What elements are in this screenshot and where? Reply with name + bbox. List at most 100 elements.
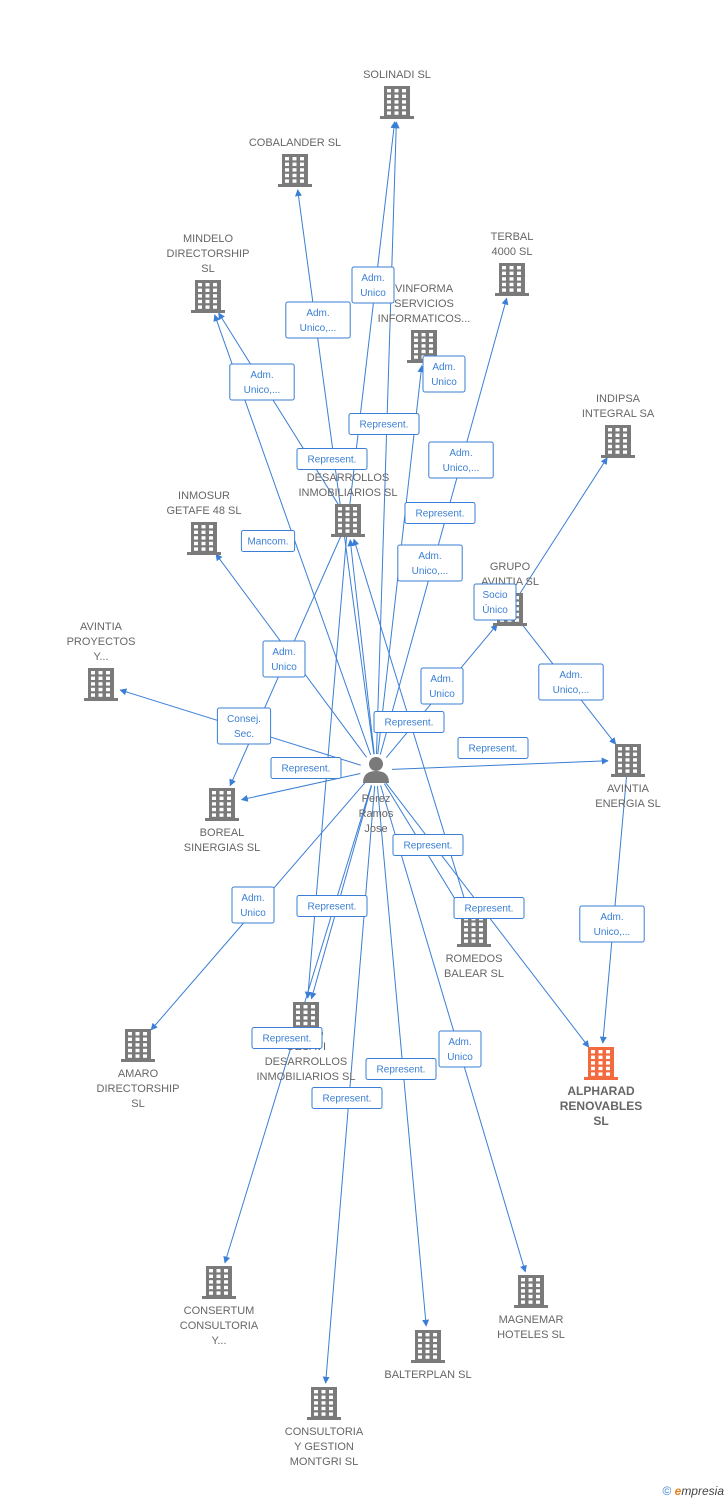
edge-label[interactable]: Represent. (251, 1027, 323, 1049)
company-name: Y... (93, 651, 108, 663)
edge-label[interactable]: Represent. (365, 1058, 437, 1080)
edge-label[interactable]: Represent. (392, 834, 464, 856)
edge-label[interactable]: Represent. (404, 502, 476, 524)
company-name: SOLINADI SL (363, 69, 431, 81)
edge-label[interactable]: Represent. (270, 757, 342, 779)
building-icon (584, 1047, 618, 1080)
edge-label[interactable]: Adm.Unico,... (397, 544, 463, 582)
building-icon (202, 1266, 236, 1299)
edge-label[interactable]: Adm.Unico (420, 667, 464, 705)
company-name: MINDELO (183, 233, 234, 245)
company-name: GETAFE 48 SL (167, 505, 242, 517)
edge-label-text: Adm. (432, 362, 455, 373)
company-name: BALEAR SL (444, 968, 504, 980)
edge-label[interactable]: Adm.Unico,... (538, 663, 604, 701)
edge-label-text: Represent. (308, 902, 357, 913)
company-name: MAGNEMAR (499, 1314, 564, 1326)
edge-label[interactable]: Adm.Unico (262, 640, 306, 678)
edge-label-text: Mancom. (247, 537, 288, 548)
company-node-gesavi[interactable]: GESAVIDESARROLLOSINMOBILIARIOS SL (256, 1002, 356, 1083)
edge-perez-desarrollos (347, 539, 375, 755)
building-icon (278, 154, 312, 187)
edge-label[interactable]: Adm. Unico,... (285, 301, 351, 339)
company-name: AVINTIA (607, 783, 650, 795)
edge-label[interactable]: Adm.Unico (422, 355, 466, 393)
edge-label-text: Unico (271, 662, 297, 673)
company-name: ROMEDOS (446, 953, 503, 965)
company-name: SINERGIAS SL (184, 842, 260, 854)
edge-label[interactable]: Represent. (453, 897, 525, 919)
edge-label-text: Unico (447, 1052, 473, 1063)
edge-perez-cobalander (295, 189, 375, 755)
company-node-romedos[interactable]: ROMEDOS BALEAR SL (444, 914, 504, 980)
edge-label[interactable]: Adm.Unico,... (229, 363, 295, 401)
edge-label[interactable]: Mancom. (240, 530, 296, 552)
company-name: MONTGRI SL (290, 1456, 358, 1468)
building-icon (611, 744, 645, 777)
company-name: GRUPO (490, 561, 531, 573)
edge-label-text: Unico (429, 689, 455, 700)
company-node-vinforma[interactable]: VINFORMASERVICIOSINFORMATICOS... (378, 283, 471, 363)
company-node-cobalander[interactable]: COBALANDER SL (249, 137, 341, 187)
edge-label[interactable]: Consej.Sec. (216, 707, 272, 745)
edge-desarrollos-solinadi (349, 121, 398, 505)
edge-label[interactable]: Adm.Unico (438, 1030, 482, 1068)
edge-label[interactable]: Adm.Unico,... (579, 905, 645, 943)
edge-label[interactable]: Represent. (348, 413, 420, 435)
company-name: DIRECTORSHIP (97, 1083, 180, 1095)
edge-label[interactable]: Represent. (373, 711, 445, 733)
company-name: INDIPSA (596, 393, 641, 405)
company-name: AVINTIA (80, 621, 123, 633)
building-icon (495, 263, 529, 296)
company-node-balterplan[interactable]: BALTERPLAN SL (384, 1330, 472, 1381)
edge-label-text: Unico,... (300, 323, 337, 334)
edge-label-text: Unico,... (553, 685, 590, 696)
building-icon (601, 425, 635, 458)
company-name: SERVICIOS (394, 298, 454, 310)
edge-label-text: Unico,... (443, 463, 480, 474)
edge-label-text: Unico (360, 288, 386, 299)
edge-label[interactable]: Represent. (296, 895, 368, 917)
edge-label-text: Adm. (600, 912, 623, 923)
edge-label-text: Adm. (306, 308, 329, 319)
company-name: VINFORMA (395, 283, 454, 295)
edge-label[interactable]: Represent. (296, 448, 368, 470)
edge-label[interactable]: Adm.Unico,... (428, 441, 494, 479)
edge-label-text: Represent. (385, 718, 434, 729)
copyright-icon: © (662, 1484, 672, 1498)
building-icon (121, 1029, 155, 1062)
edge-label[interactable]: Adm.Unico (351, 266, 395, 304)
edge-label[interactable]: Represent. (311, 1087, 383, 1109)
building-icon (411, 1330, 445, 1363)
company-name: CONSERTUM (184, 1305, 255, 1317)
edge-label-text: Unico (240, 908, 266, 919)
person-name: Jose (364, 823, 387, 835)
edge-label[interactable]: Represent. (457, 737, 529, 759)
building-icon (205, 788, 239, 821)
company-node-solinadi[interactable]: SOLINADI SL (363, 69, 431, 119)
edge-perez-terbal (379, 297, 509, 755)
company-name: INMOBILIARIOS SL (298, 487, 397, 499)
company-name: RENOVABLES (560, 1099, 642, 1113)
edge-label[interactable]: Adm.Unico (231, 886, 275, 924)
company-node-consertum[interactable]: CONSERTUMCONSULTORIAY... (180, 1266, 259, 1347)
company-node-avintia_proyectos[interactable]: AVINTIAPROYECTOSY... (67, 621, 136, 701)
building-icon (307, 1387, 341, 1420)
footer-brand[interactable]: © empresia (662, 1484, 724, 1498)
edge-label-text: Socio (482, 590, 507, 601)
